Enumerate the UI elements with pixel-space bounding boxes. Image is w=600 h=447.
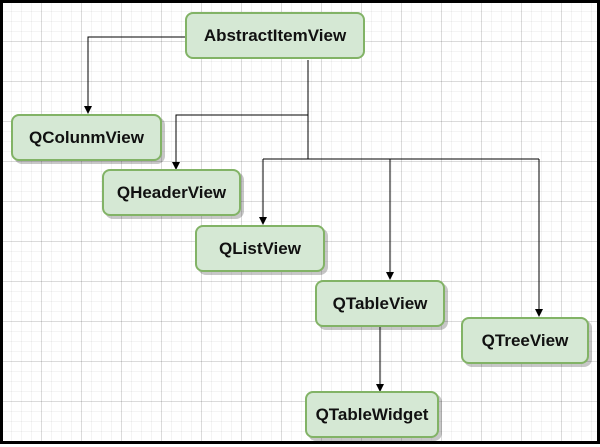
node-qtable-view[interactable]: QTableView bbox=[315, 280, 445, 327]
node-qlist-view[interactable]: QListView bbox=[195, 225, 325, 272]
node-qheader-view[interactable]: QHeaderView bbox=[102, 169, 241, 216]
edge-abstract-to-qheaderview bbox=[172, 114, 308, 170]
node-qtable-widget[interactable]: QTableWidget bbox=[305, 391, 439, 438]
edge-abstract-to-qcolumnview bbox=[84, 36, 188, 114]
node-abstract-item-view[interactable]: AbstractItemView bbox=[185, 12, 365, 59]
node-qcolumn-view[interactable]: QColunmView bbox=[11, 114, 162, 161]
node-qtree-view[interactable]: QTreeView bbox=[461, 317, 589, 364]
edges bbox=[84, 36, 543, 392]
